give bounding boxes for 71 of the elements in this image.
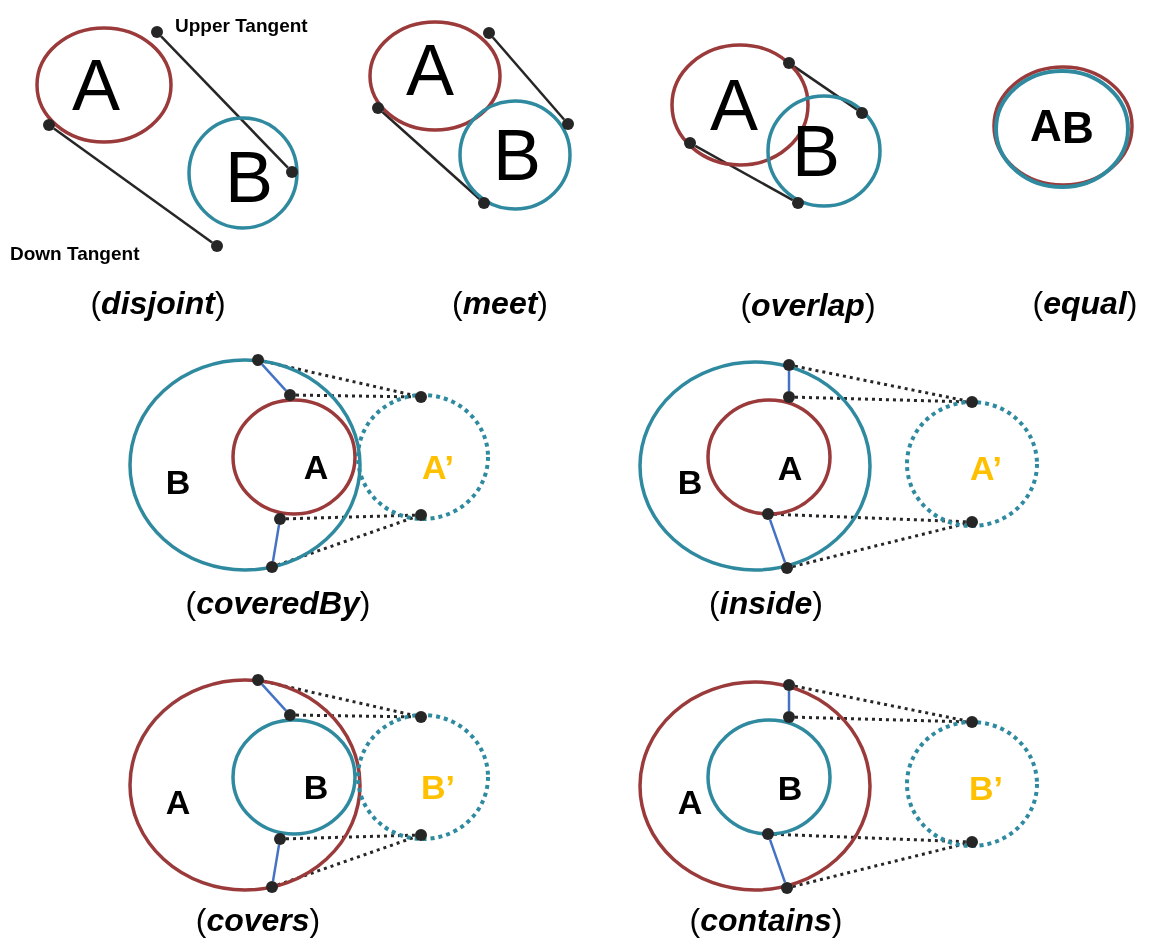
region-letter: A’	[969, 451, 1003, 485]
region-circle	[705, 397, 833, 517]
region-letter: A	[165, 785, 191, 819]
tangent-line	[160, 35, 289, 169]
dotted-projection-line	[773, 832, 967, 844]
region-letter: A	[303, 450, 329, 484]
dotted-projection-line	[773, 512, 967, 524]
region-letter: B’	[969, 771, 1003, 805]
region-circle	[127, 357, 363, 573]
relation-caption: (equal)	[1032, 287, 1138, 319]
region-letter: B	[1062, 106, 1094, 150]
region-letter: B	[777, 771, 803, 805]
relation-caption: (disjoint)	[90, 287, 226, 319]
dotted-projection-line	[794, 715, 967, 724]
tangent-line	[694, 144, 794, 202]
region-circle	[991, 64, 1135, 188]
relation-caption: (coveredBy)	[185, 587, 371, 619]
tangent-label: Down Tangent	[10, 243, 140, 263]
region-letter: B	[165, 465, 191, 499]
dotted-projection-line	[285, 833, 416, 841]
dotted-projection-line	[792, 522, 967, 568]
tangent-label: Upper Tangent	[175, 15, 308, 35]
region-circle	[186, 115, 300, 231]
relation-caption: (contains)	[689, 904, 843, 936]
region-letter: B	[677, 465, 703, 499]
region-letter: A	[677, 785, 703, 819]
radial-line	[271, 524, 281, 562]
region-letter: A	[406, 34, 454, 106]
region-circle	[457, 98, 573, 212]
dotted-region-circle	[355, 392, 491, 522]
dotted-projection-line	[285, 513, 416, 521]
region-circle	[637, 679, 873, 893]
dotted-region-circle	[904, 399, 1040, 529]
relation-caption: (inside)	[709, 587, 823, 619]
radial-line	[768, 839, 787, 883]
relation-caption: (covers)	[195, 904, 321, 936]
region-letter: B	[792, 115, 840, 187]
radial-line	[787, 371, 791, 391]
dotted-projection-line	[792, 842, 967, 888]
radial-line	[261, 683, 287, 712]
dotted-projection-line	[277, 835, 416, 887]
region-letter: B	[303, 770, 329, 804]
region-letter: B	[493, 119, 541, 191]
tangent-line	[492, 36, 565, 121]
tangent-line	[381, 111, 481, 200]
dotted-region-circle	[904, 719, 1040, 849]
region-letter: A	[1030, 104, 1062, 148]
region-letter: A	[72, 49, 120, 121]
region-circle	[34, 25, 174, 145]
radial-line	[271, 844, 281, 882]
tangent-line	[53, 127, 213, 244]
tangent-line	[793, 65, 858, 111]
region-circle	[637, 359, 873, 573]
relation-caption: (meet)	[452, 287, 548, 319]
region-letter: A’	[421, 450, 455, 484]
region-circle	[127, 677, 363, 893]
region-circle	[765, 93, 883, 209]
radial-line	[261, 363, 287, 392]
radial-line	[787, 691, 791, 711]
dotted-projection-line	[794, 395, 967, 404]
region-letter: A	[710, 69, 758, 141]
region-letter: B’	[421, 770, 455, 804]
dotted-projection-line	[277, 515, 416, 567]
region-circle	[230, 397, 358, 517]
region-circle	[705, 717, 833, 837]
region-circle	[230, 717, 358, 837]
dotted-region-circle	[355, 712, 491, 842]
region-letter: B	[225, 141, 273, 213]
radial-line	[768, 519, 787, 563]
relation-caption: (overlap)	[740, 289, 876, 321]
region-letter: A	[777, 451, 803, 485]
